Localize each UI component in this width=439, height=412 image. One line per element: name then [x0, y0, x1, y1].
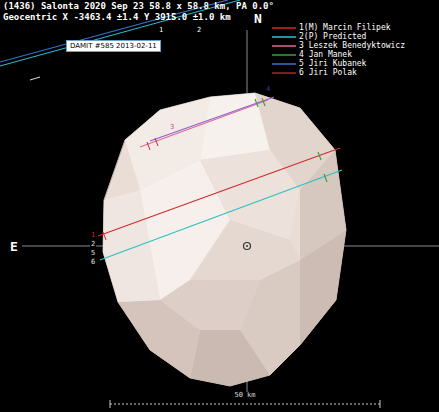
- scale-label: 50 km: [233, 392, 256, 399]
- east-label: E: [9, 240, 19, 253]
- chord-number: 4: [266, 86, 270, 93]
- legend-text: 5 Jiri Kubanek: [299, 60, 366, 68]
- chord-number: 3: [170, 124, 174, 131]
- chord-number: 1: [158, 27, 164, 34]
- chord-number: 6: [90, 259, 96, 266]
- legend-text: 3 Leszek Benedyktowicz: [299, 42, 405, 50]
- legend-text: 2(P) Predicted: [299, 33, 366, 41]
- geocentric-coords: Geocentric X -3463.4 ±1.4 Y 3915.0 ±1.0 …: [3, 13, 231, 22]
- legend-text: 1(M) Marcin Filipek: [299, 24, 391, 32]
- plot-title: (1436) Salonta 2020 Sep 23 58.8 x 58.8 k…: [3, 2, 274, 11]
- legend-line: [272, 63, 296, 65]
- legend-line: [272, 45, 296, 47]
- chord-number: 1: [90, 232, 96, 239]
- legend-line: [272, 36, 296, 38]
- legend-text: 4 Jan Manek: [299, 51, 352, 59]
- legend-line: [272, 72, 296, 74]
- model-tag: DAMIT #585 2013-02-11: [66, 40, 161, 52]
- north-label: N: [253, 12, 263, 25]
- model-tag-text: DAMIT #585 2013-02-11: [70, 42, 157, 50]
- chord-number: 2: [196, 27, 202, 34]
- legend-line: [272, 27, 296, 29]
- legend-line: [272, 54, 296, 56]
- chord-number: 2: [90, 241, 96, 248]
- chord-number: 5: [90, 250, 96, 257]
- legend-text: 6 Jiri Polak: [299, 69, 357, 77]
